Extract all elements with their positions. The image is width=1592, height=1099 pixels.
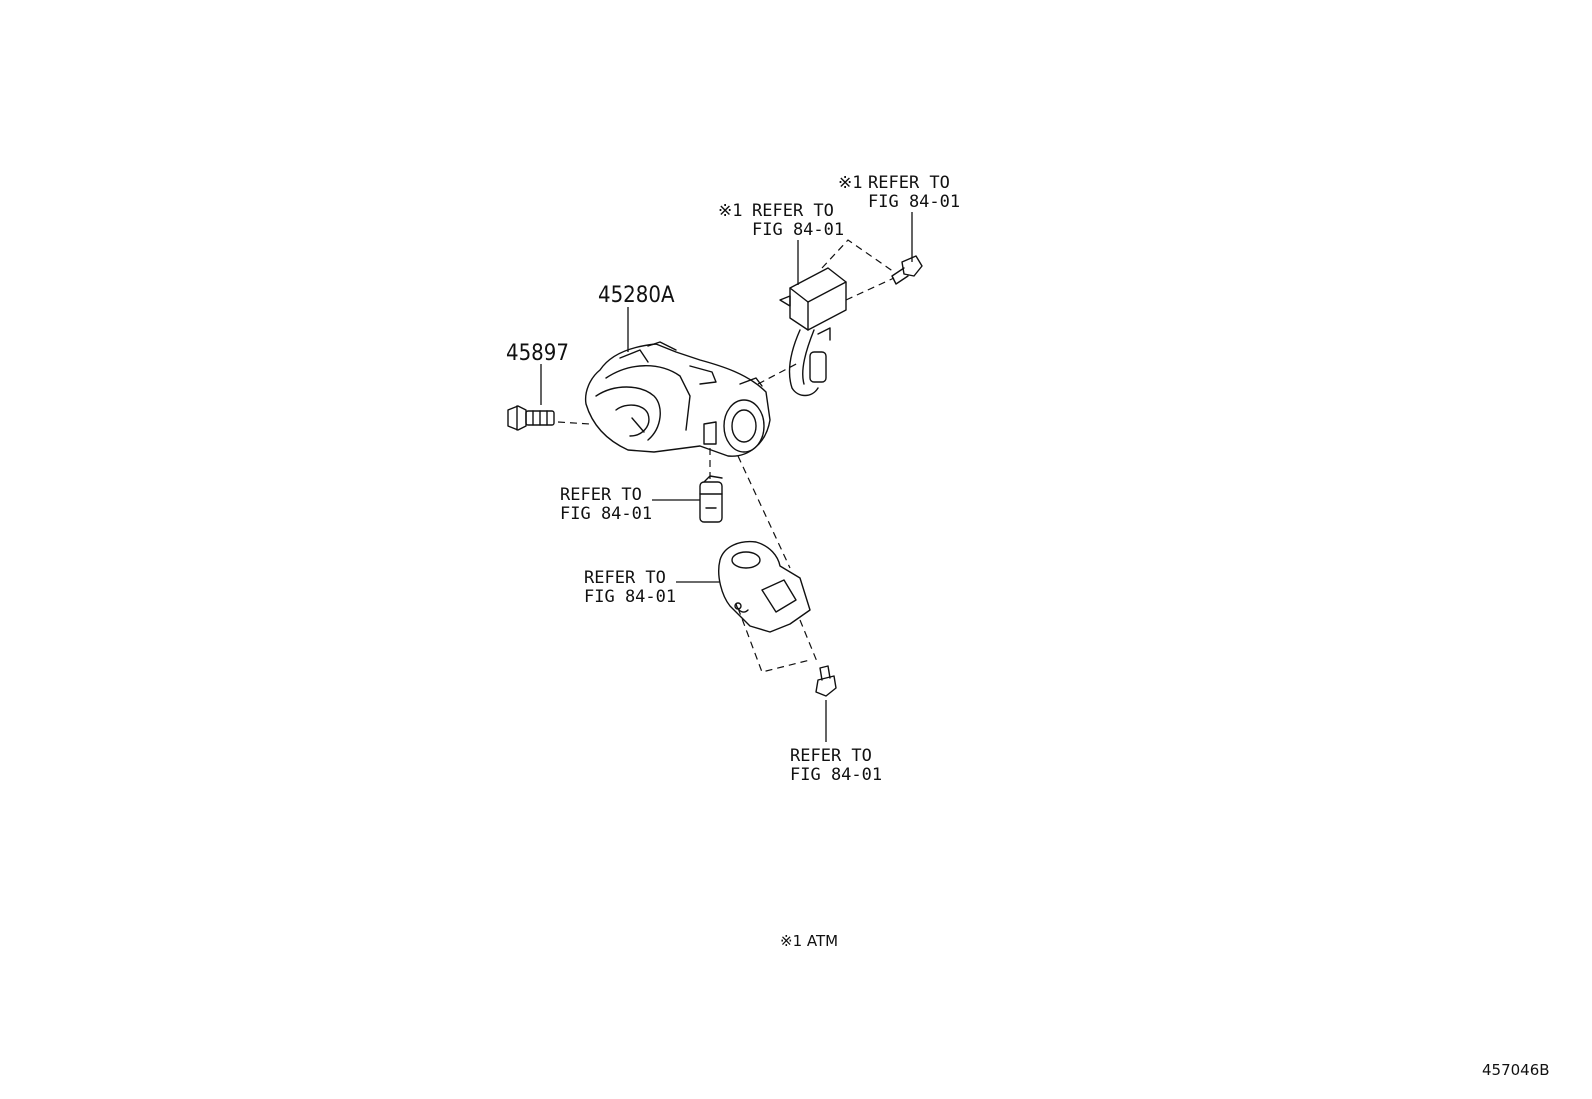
refer-to-label-3: REFER TO (560, 485, 642, 505)
screw-icon-top[interactable] (891, 255, 923, 285)
key-reminder-switch-icon[interactable] (718, 540, 811, 633)
diagram-id: 457046B (1482, 1061, 1550, 1079)
part-number-45897[interactable]: 45897 (506, 341, 569, 366)
footnote-atm: ※1 ATM (780, 932, 838, 950)
refer-to-label-2: REFER TO (752, 201, 834, 221)
assembly-dashed-lines (557, 239, 895, 673)
fig-ref-link-4[interactable]: FIG 84-01 (584, 587, 676, 607)
steering-lock-housing-icon[interactable] (584, 341, 771, 457)
atm-mark-1: ※1 (838, 173, 862, 193)
ignition-switch-icon[interactable] (699, 475, 723, 523)
fig-ref-link-5[interactable]: FIG 84-01 (790, 765, 882, 785)
refer-to-label-1: REFER TO (868, 173, 950, 193)
bolt-icon[interactable] (507, 405, 555, 431)
screw-icon-bottom[interactable] (815, 665, 837, 697)
part-number-45280a[interactable]: 45280A (598, 283, 675, 308)
fig-ref-link-2[interactable]: FIG 84-01 (752, 220, 844, 240)
fig-ref-link-1[interactable]: FIG 84-01 (868, 192, 960, 212)
refer-to-label-5: REFER TO (790, 746, 872, 766)
fig-ref-link-3[interactable]: FIG 84-01 (560, 504, 652, 524)
atm-mark-2: ※1 (718, 201, 742, 221)
refer-to-label-4: REFER TO (584, 568, 666, 588)
key-interlock-solenoid-icon[interactable] (779, 267, 847, 397)
